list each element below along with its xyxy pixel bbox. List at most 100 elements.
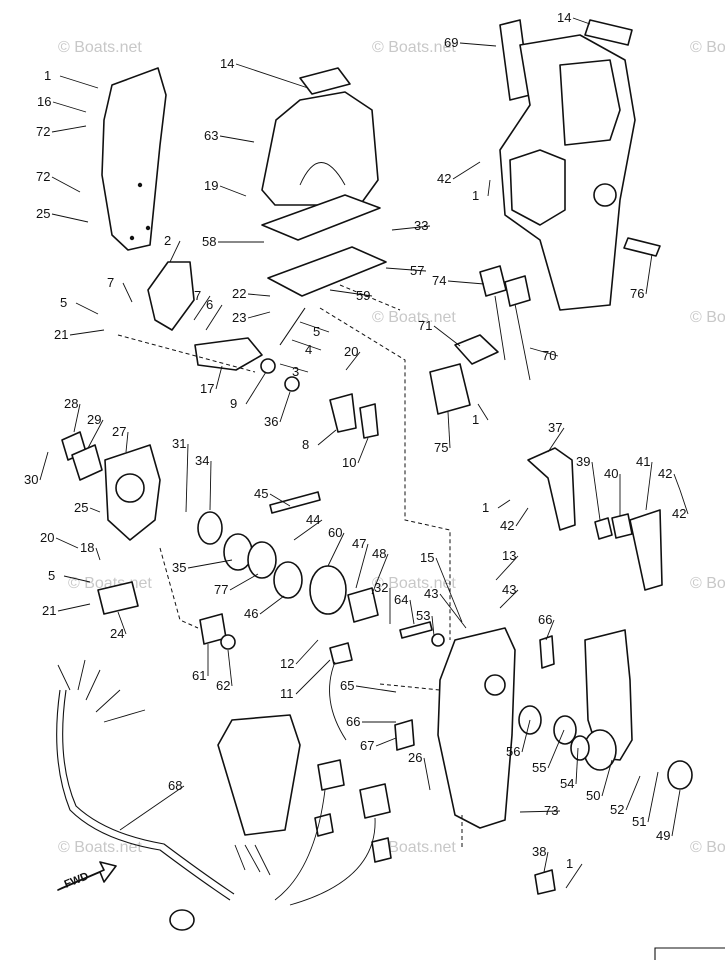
part-number-label: 21 [42,603,56,618]
watermark: © Boats.net [372,839,456,856]
leader-line [291,339,322,351]
leader-line [355,543,369,589]
leader-line [219,135,255,143]
leader-line [279,391,291,423]
lever-17 [194,337,263,371]
switch-wires [494,295,531,381]
part-number-label: 37 [548,420,562,435]
leader-line [447,280,485,285]
part-number-label: 8 [302,437,309,452]
clip-38 [534,869,556,895]
part-number-label: 29 [87,412,101,427]
assembly-line [159,547,199,629]
assembly-line [319,307,451,640]
part-number-label: 76 [630,286,644,301]
frame-corner [654,947,725,960]
switch [504,275,531,307]
leader-line [317,429,337,446]
part-number-label: 57 [410,263,424,278]
part-number-label: 9 [230,396,237,411]
collar-53 [431,633,445,647]
part-66 [539,635,555,669]
part-number-label: 1 [566,856,573,871]
part-number-label: 1 [482,500,489,515]
part-number-label: 2 [164,233,171,248]
line-art [56,19,725,960]
part-67 [394,719,415,751]
leader-line [209,460,212,511]
part-number-label: 3 [292,364,299,379]
part-number-label: 40 [604,466,618,481]
part-number-label: 65 [340,678,354,693]
leader-line [55,537,79,549]
part-number-label: 50 [586,788,600,803]
leader-line [51,213,89,223]
part-number-label: 31 [172,436,186,451]
bracket-10 [359,403,379,439]
part-number-label: 48 [372,546,386,561]
pivot-boss [593,183,617,207]
part-number-label: 66 [538,612,552,627]
plate-27-hole [115,473,145,503]
switch-39 [594,517,613,540]
part-number-label: 12 [280,656,294,671]
part-number-label: 74 [432,273,446,288]
leader-line [497,499,511,509]
leader-line [601,759,613,797]
leader-line [439,593,467,629]
part-number-label: 46 [244,606,258,621]
leader-line [117,611,127,635]
part-number-label: 7 [107,275,114,290]
leader-line [219,185,247,197]
leader-line [487,179,491,197]
leader-line [499,589,519,609]
part-callouts: 1167272251463195833572223592752176543179… [24,10,689,889]
part-number-label: 20 [344,344,358,359]
leader-line [521,719,531,753]
gasket-plate [261,194,381,241]
part-number-label: 43 [502,582,516,597]
harness-connector [169,909,195,931]
lever-37 [527,447,576,531]
part-number-label: 53 [416,608,430,623]
part-number-label: 47 [352,536,366,551]
leader-line [193,295,211,321]
pin-45 [269,491,321,514]
leader-line [431,615,435,637]
leader-line [355,685,397,693]
bracket-8 [329,393,357,433]
part-number-label: 27 [112,424,126,439]
leader-line [371,553,389,595]
ring-54 [570,735,590,761]
leader-line [679,489,689,515]
leader-line [545,619,555,641]
bracket-24 [97,581,139,615]
watermark: © Boats.net [690,839,725,856]
gear-46 [273,561,303,599]
control-body [437,627,516,829]
part-number-label: 25 [36,206,50,221]
part-number-label: 4 [305,342,312,357]
ring-55 [553,715,577,745]
leader-line [625,775,641,811]
switch [479,265,507,297]
part-number-label: 28 [64,396,78,411]
leader-line [357,437,369,464]
leader-line [477,403,489,421]
part-number-label: 38 [532,844,546,859]
leader-line [327,532,345,567]
knob-49 [667,760,693,790]
harness-wires [57,659,146,723]
leader-line [89,507,101,513]
part-number-label: 42 [437,171,451,186]
leader-line [671,789,681,837]
part-number-label: 14 [557,10,571,25]
part-number-label: 51 [632,814,646,829]
housing-top [559,59,621,146]
leader-line [245,371,267,405]
watermark: © Boats.net [372,575,456,592]
bracket-2 [147,261,195,331]
part-number-label: 30 [24,472,38,487]
leader-line [51,125,87,133]
